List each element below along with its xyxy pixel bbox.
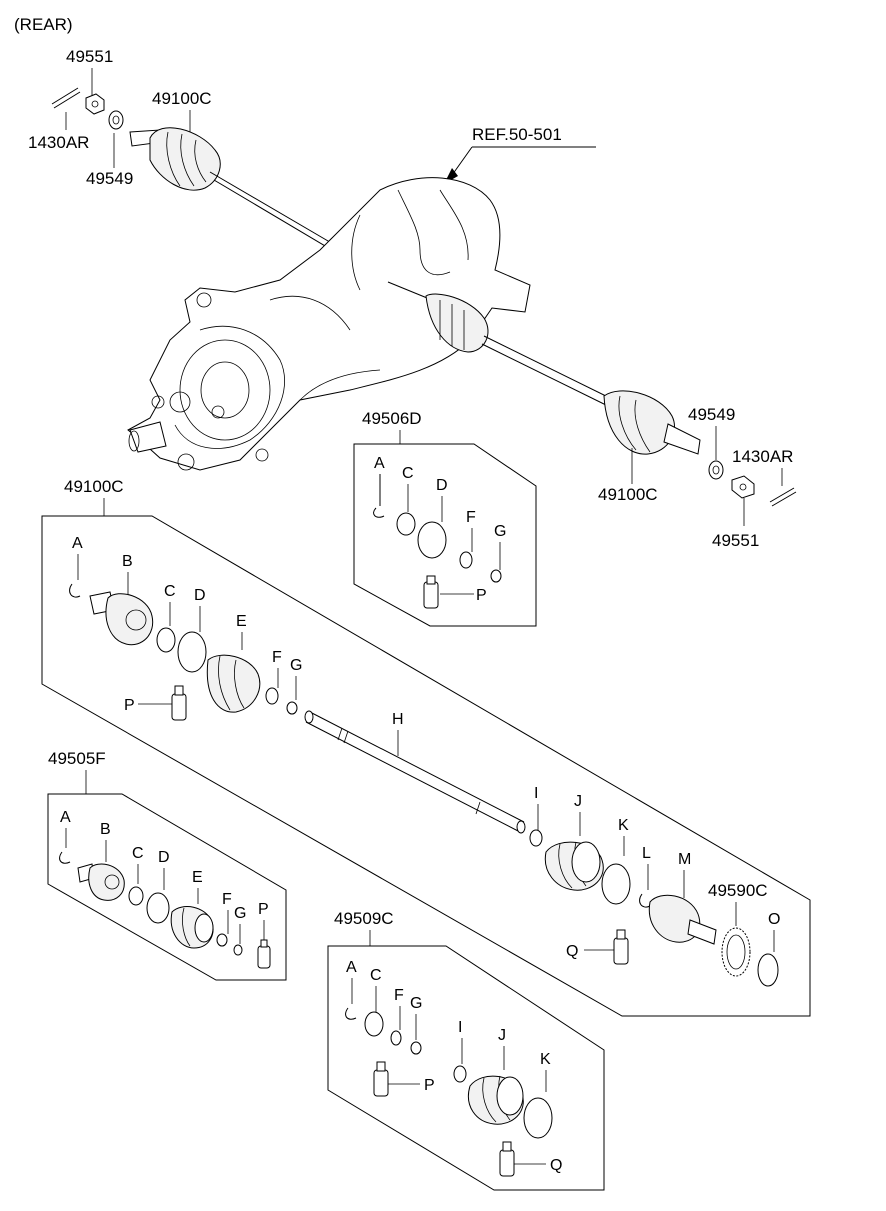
kit-c-letter-g: G — [410, 995, 422, 1012]
main-letter-b: B — [122, 553, 133, 570]
label-pin-top: 1430AR — [28, 133, 89, 152]
label-shaft-assy-right: 49100C — [598, 485, 658, 504]
kit-49506d: 49506D A C D F G P — [353, 409, 537, 627]
cotter-pin-right — [769, 487, 797, 507]
ref-label: REF.50-501 — [472, 125, 562, 144]
sensor-ring — [721, 927, 751, 977]
label-washer-right: 49549 — [688, 405, 735, 424]
kit-c-letter-c: C — [370, 967, 382, 984]
main-letter-c: C — [164, 583, 176, 600]
main-letter-k: K — [618, 817, 629, 834]
kit-c-letter-k: K — [540, 1051, 551, 1068]
label-nut-top: 49551 — [66, 47, 113, 66]
main-letter-q: Q — [566, 943, 578, 960]
kit-d-letter-p: P — [476, 587, 487, 604]
main-letter-l: L — [642, 845, 651, 862]
main-letter-g: G — [290, 657, 302, 674]
kit-c-letter-a: A — [346, 959, 357, 976]
kit-c-code: 49509C — [334, 909, 394, 928]
kit-49100c-main: 49100C A B C D E F G P — [41, 477, 811, 1017]
kit-c-letter-f: F — [394, 987, 404, 1004]
main-letter-a: A — [72, 535, 83, 552]
kit-f-letter-a: A — [60, 809, 71, 826]
main-letter-h: H — [392, 711, 404, 728]
kit-49509c: 49509C A C F G I J K P Q — [327, 909, 605, 1191]
kit-49506d-code: 49506D — [362, 409, 422, 428]
differential-housing — [127, 177, 531, 471]
cotter-pin-top — [51, 87, 81, 109]
castle-nut-top — [85, 93, 105, 115]
kit-c-letter-p: P — [424, 1077, 435, 1094]
main-letter-m: M — [678, 851, 691, 868]
main-letter-f: F — [272, 649, 282, 666]
kit-c-letter-j: J — [498, 1027, 506, 1044]
kit-f-letter-e: E — [192, 869, 203, 886]
kit-d-letter-g: G — [494, 523, 506, 540]
kit-49505f: 49505F A B C D E F G P — [47, 749, 287, 981]
main-letter-d: D — [194, 587, 206, 604]
main-letter-o: O — [768, 911, 780, 928]
kit-f-letter-g: G — [234, 905, 246, 922]
kit-d-letter-f: F — [466, 509, 476, 526]
kit-d-letter-d: D — [436, 477, 448, 494]
washer-top — [108, 110, 124, 130]
main-shaft — [304, 710, 526, 834]
label-shaft-assy-top: 49100C — [152, 89, 212, 108]
kit-c-letter-q: Q — [550, 1157, 562, 1174]
kit-f-letter-f: F — [222, 891, 232, 908]
label-nut-right: 49551 — [712, 531, 759, 550]
right-drive-shaft — [387, 281, 701, 455]
castle-nut-right — [731, 475, 755, 499]
diagram-title: (REAR) — [14, 15, 73, 34]
kit-f-letter-p: P — [258, 901, 269, 918]
kit-d-letter-c: C — [402, 465, 414, 482]
kit-main-code: 49100C — [64, 477, 124, 496]
kit-f-letter-b: B — [100, 821, 111, 838]
kit-d-letter-a: A — [374, 455, 385, 472]
main-letter-j: J — [574, 793, 582, 810]
washer-right — [708, 460, 724, 480]
kit-f-code: 49505F — [48, 749, 106, 768]
kit-c-letter-i: I — [458, 1019, 462, 1036]
main-letter-e: E — [236, 613, 247, 630]
label-washer-top: 49549 — [86, 169, 133, 188]
main-sensor-ring-code: 49590C — [708, 881, 768, 900]
kit-f-letter-d: D — [158, 849, 170, 866]
main-letter-i: I — [534, 785, 538, 802]
label-pin-right: 1430AR — [732, 447, 793, 466]
kit-f-letter-c: C — [132, 845, 144, 862]
main-letter-p: P — [124, 697, 135, 714]
